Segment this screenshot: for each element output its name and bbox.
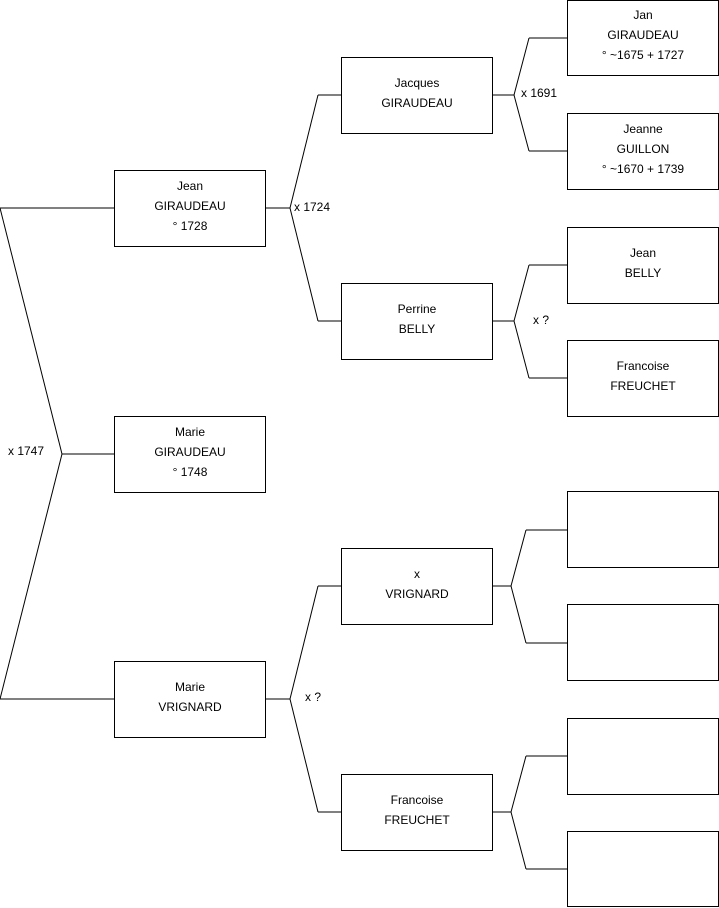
- person-surname: FREUCHET: [384, 812, 450, 827]
- person-first-name: Marie: [174, 424, 205, 439]
- person-surname: BELLY: [398, 321, 436, 336]
- connector: [510, 755, 527, 813]
- person-surname: GIRAUDEAU: [607, 28, 679, 42]
- connector: [513, 37, 530, 96]
- marriage-label-paternal-grandfather: x 1691: [521, 86, 558, 100]
- person-surname: FREUCHET: [610, 378, 676, 393]
- person-box-fff[interactable]: Jan GIRAUDEAU ° ~1675 + 1727: [567, 0, 719, 76]
- person-surname: VRIGNARD: [385, 586, 449, 601]
- person-first-name: Jan: [633, 8, 653, 22]
- connector: [289, 94, 319, 209]
- person-surname: GIRAUDEAU: [154, 444, 226, 459]
- person-box-paternal-grandmother[interactable]: Perrine BELLY: [341, 283, 493, 360]
- person-box-mfm[interactable]: [567, 604, 719, 681]
- connector: [513, 264, 530, 322]
- person-box-mmf[interactable]: [567, 718, 719, 795]
- person-first-name: Jacques: [394, 75, 440, 90]
- marriage-label-parents: x 1747: [8, 444, 45, 458]
- person-surname: VRIGNARD: [158, 699, 222, 714]
- connector: [513, 320, 530, 379]
- person-first-name: Marie: [174, 679, 205, 694]
- person-box-fmf[interactable]: Jean BELLY: [567, 227, 719, 304]
- person-box-ffm[interactable]: Jeanne GUILLON ° ~1670 + 1739: [567, 113, 719, 190]
- person-box-mmm[interactable]: [567, 831, 719, 907]
- person-surname: GIRAUDEAU: [154, 198, 226, 213]
- person-box-root[interactable]: Marie GIRAUDEAU ° 1748: [114, 416, 266, 493]
- person-dates: ° ~1675 + 1727: [601, 48, 685, 62]
- person-box-mother[interactable]: Marie VRIGNARD: [114, 661, 266, 738]
- marriage-label-maternal: x ?: [305, 690, 322, 704]
- marriage-label-paternal: x 1724: [294, 200, 331, 214]
- person-box-fmm[interactable]: Francoise FREUCHET: [567, 340, 719, 417]
- connector: [513, 94, 530, 152]
- person-surname: GIRAUDEAU: [381, 95, 453, 110]
- person-box-mff[interactable]: [567, 491, 719, 568]
- person-box-paternal-grandfather[interactable]: Jacques GIRAUDEAU: [341, 57, 493, 134]
- connector: [289, 207, 319, 322]
- person-first-name: Jean: [176, 178, 204, 193]
- connector: [0, 453, 63, 700]
- person-box-father[interactable]: Jean GIRAUDEAU ° 1728: [114, 170, 266, 247]
- person-first-name: Francoise: [616, 358, 670, 373]
- person-first-name: Perrine: [397, 301, 437, 316]
- person-box-maternal-grandmother[interactable]: Francoise FREUCHET: [341, 774, 493, 851]
- person-surname: GUILLON: [616, 141, 670, 156]
- connector: [510, 585, 527, 644]
- person-first-name: Jean: [629, 245, 657, 260]
- person-first-name: Francoise: [390, 792, 444, 807]
- marriage-label-paternal-grandmother: x ?: [533, 313, 550, 327]
- person-first-name: Jeanne: [623, 121, 663, 136]
- connector: [510, 811, 527, 870]
- person-dates: ° ~1670 + 1739: [601, 161, 685, 176]
- person-box-maternal-grandfather[interactable]: x VRIGNARD: [341, 548, 493, 625]
- person-surname: BELLY: [624, 265, 662, 280]
- person-dates: ° 1748: [172, 464, 208, 479]
- connector: [289, 585, 319, 700]
- connector: [510, 529, 527, 587]
- connector: [0, 207, 63, 455]
- person-first-name: x: [414, 566, 420, 581]
- connector: [289, 698, 319, 813]
- person-dates: ° 1728: [172, 218, 208, 233]
